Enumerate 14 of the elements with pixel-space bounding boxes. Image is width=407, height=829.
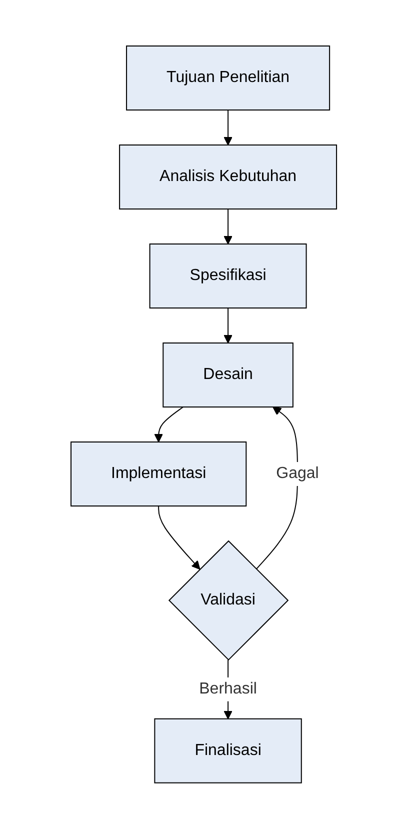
node-box: Implementasi bbox=[70, 442, 246, 507]
node-box: Spesifikasi bbox=[149, 244, 307, 309]
arrow bbox=[223, 110, 232, 146]
node-diamond: Validasi bbox=[168, 540, 288, 661]
node-box: Desain bbox=[162, 342, 294, 408]
edge-label: Gagal bbox=[276, 465, 319, 482]
arrow bbox=[154, 406, 184, 442]
arrow bbox=[158, 506, 200, 570]
arrow bbox=[223, 308, 232, 344]
arrow bbox=[223, 208, 232, 244]
node-box: Analisis Kebutuhan bbox=[118, 144, 337, 210]
edge-label: Berhasil bbox=[198, 680, 257, 698]
node-box: Tujuan Penelitian bbox=[126, 46, 330, 111]
node-box: Finalisasi bbox=[154, 718, 302, 784]
